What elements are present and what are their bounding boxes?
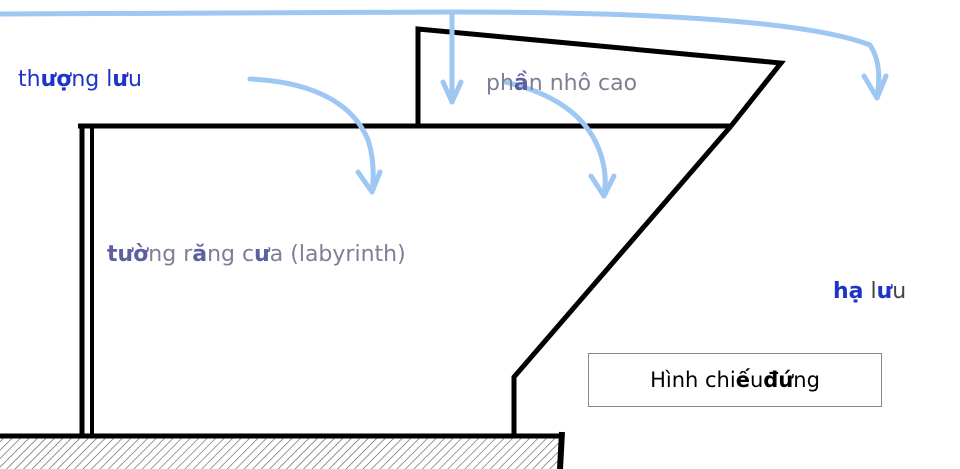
top-flow-arrowhead — [861, 73, 889, 101]
ground-hatch — [0, 436, 562, 469]
labyrinth-wall-label: tường răng cưa (labyrinth) — [107, 242, 406, 267]
upstream-flow-arrow — [247, 76, 376, 195]
upstream-flow-arrowhead — [355, 169, 383, 195]
raised-part-outline — [415, 26, 786, 128]
mid-flow-arrowhead — [588, 173, 617, 199]
drop-flow-arrowhead — [440, 79, 464, 105]
structure-outline — [78, 26, 786, 438]
ground-end — [557, 431, 565, 469]
upstream-label: thượng lưu — [18, 67, 142, 92]
downstream-slope — [511, 124, 733, 436]
top-flow-arrow — [0, 9, 882, 101]
downstream-label: hạ lưu — [833, 279, 907, 304]
flow-arrows — [0, 9, 889, 199]
mid-flow-arrow — [502, 79, 608, 199]
raised-part-label: phần nhô cao — [486, 71, 638, 96]
